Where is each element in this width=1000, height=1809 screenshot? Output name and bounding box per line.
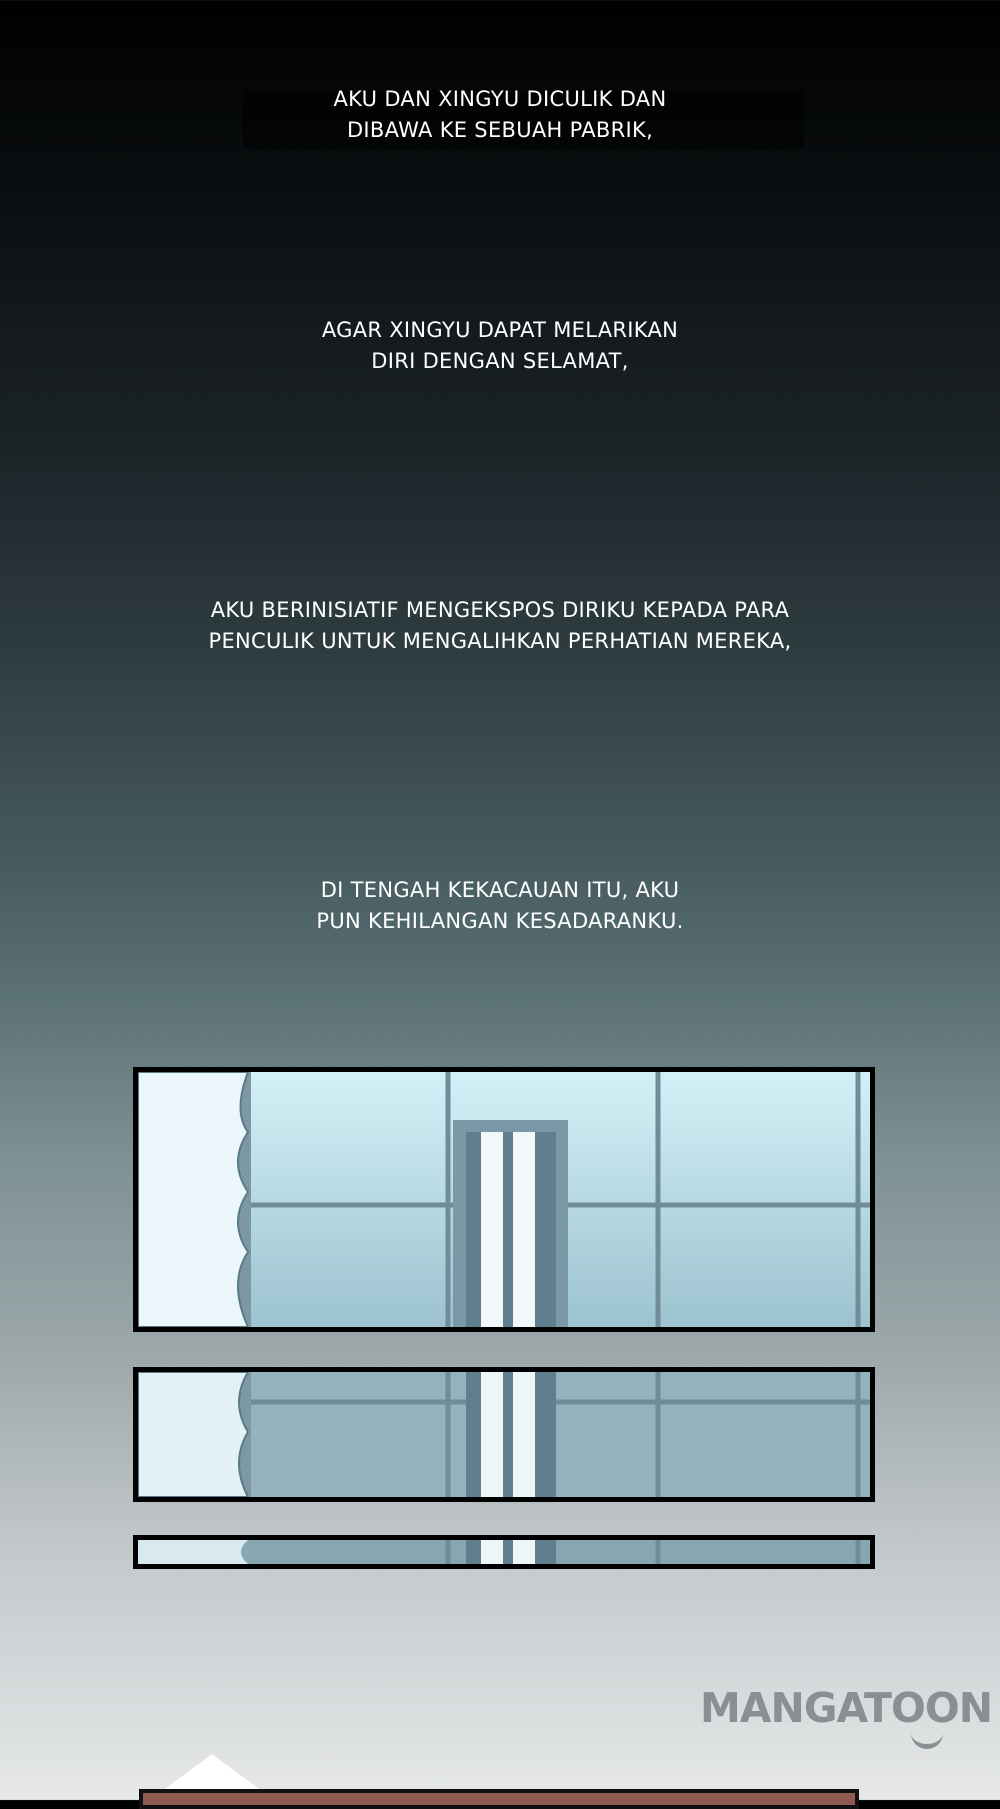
watermark-smile-icon [911,1732,943,1749]
comic-panel-next [139,1789,859,1809]
caption-3: AKU BERINISIATIF MENGEKSPOS DIRIKU KEPAD… [0,595,1000,657]
caption-line: DI TENGAH KEKACAUAN ITU, AKU [320,878,680,902]
window-illustration [138,1072,870,1327]
comic-panel-window-3 [133,1535,875,1569]
caption-line: PUN KEHILANGAN KESADARANKU. [316,909,684,933]
caption-4: DI TENGAH KEKACAUAN ITU, AKU PUN KEHILAN… [0,875,1000,937]
caption-1: AKU DAN XINGYU DICULIK DAN DIBAWA KE SEB… [0,84,1000,146]
caption-line: AKU BERINISIATIF MENGEKSPOS DIRIKU KEPAD… [210,598,790,622]
window-illustration [138,1372,870,1497]
comic-panel-window-2 [133,1367,875,1502]
caption-line: DIBAWA KE SEBUAH PABRIK, [346,118,654,142]
comic-panel-window-1 [133,1067,875,1332]
caption-line: AKU DAN XINGYU DICULIK DAN [333,87,667,111]
caption-line: PENCULIK UNTUK MENGALIHKAN PERHATIAN MER… [208,629,792,653]
caption-2: AGAR XINGYU DAPAT MELARIKAN DIRI DENGAN … [0,315,1000,377]
window-illustration [138,1540,870,1564]
caption-line: AGAR XINGYU DAPAT MELARIKAN [321,318,679,342]
caption-background [243,90,804,149]
mangatoon-watermark: MANGATOON [700,1684,993,1732]
caption-line: DIRI DENGAN SELAMAT, [371,349,629,373]
